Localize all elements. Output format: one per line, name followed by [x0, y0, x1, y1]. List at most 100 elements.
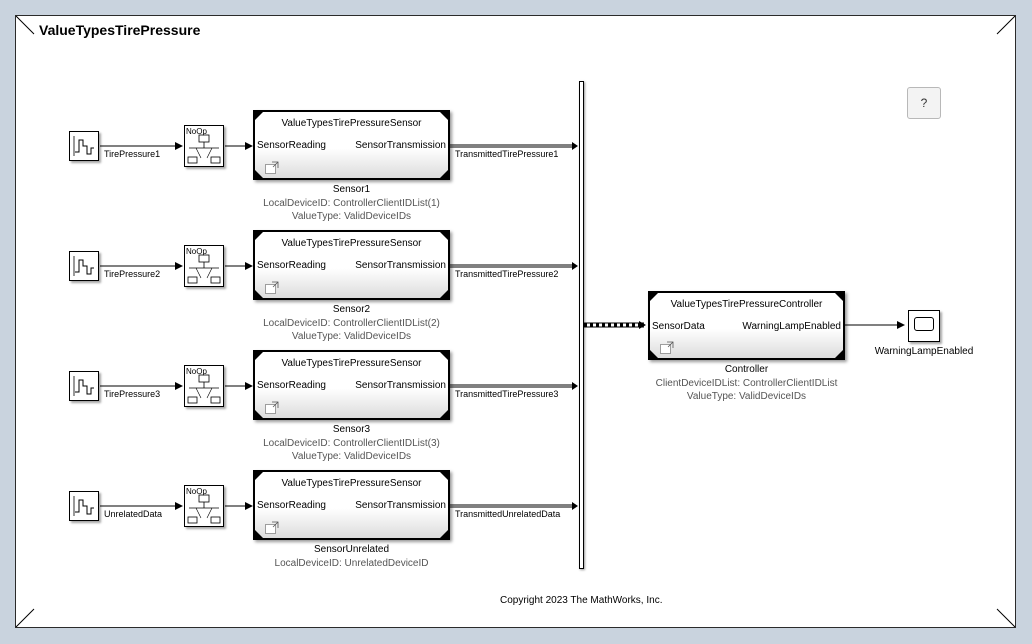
input-port-label: SensorData — [652, 321, 705, 332]
sensor-block[interactable]: ValueTypesTirePressureSensor SensorReadi… — [253, 470, 450, 540]
scope-name: WarningLampEnabled — [874, 346, 974, 357]
transmitted-signal-label: TransmittedTirePressure1 — [455, 149, 559, 159]
output-port-label: WarningLampEnabled — [742, 321, 841, 332]
noop-icon — [187, 254, 221, 284]
block-corner-mark — [440, 290, 448, 298]
signal-label: TirePressure2 — [104, 269, 161, 279]
help-button[interactable]: ? — [907, 87, 941, 119]
block-title: ValueTypesTirePressureSensor — [281, 238, 422, 249]
sensor-block[interactable]: ValueTypesTirePressureSensor SensorReadi… — [253, 350, 450, 420]
waveform-icon — [73, 496, 94, 516]
signal-source-block[interactable] — [69, 371, 99, 401]
signal-label: TirePressure3 — [104, 389, 161, 399]
corner-mark-top-left — [16, 16, 35, 35]
copyright-text: Copyright 2023 The MathWorks, Inc. — [500, 595, 663, 606]
block-corner-mark — [650, 293, 658, 301]
input-port-label: SensorReading — [257, 500, 326, 511]
block-corner-mark — [255, 530, 263, 538]
model-reference-icon — [265, 401, 279, 414]
block-corner-mark — [255, 352, 263, 360]
block-corner-mark — [440, 472, 448, 480]
noop-icon — [187, 134, 221, 164]
controller-block[interactable]: ValueTypesTirePressureController SensorD… — [648, 291, 845, 360]
block-name: SensorUnrelated — [313, 544, 390, 555]
block-param-1: LocalDeviceID: ControllerClientIDList(1) — [263, 198, 440, 209]
noop-block[interactable]: NoOp — [184, 485, 224, 527]
signal-label: TirePressure1 — [104, 149, 161, 159]
block-param-2: ValueType: ValidDeviceIDs — [291, 331, 412, 342]
block-name: Controller — [724, 364, 769, 375]
block-name: Sensor1 — [332, 184, 371, 195]
wire-bus — [584, 321, 646, 329]
block-title: ValueTypesTirePressureSensor — [281, 118, 422, 129]
output-port-label: SensorTransmission — [355, 260, 446, 271]
block-corner-mark — [440, 232, 448, 240]
block-name: Sensor3 — [332, 424, 371, 435]
block-title: ValueTypesTirePressureController — [670, 299, 823, 310]
corner-mark-bottom-right — [996, 608, 1015, 627]
block-param-2: ValueType: ValidDeviceIDs — [291, 451, 412, 462]
block-corner-mark — [255, 112, 263, 120]
output-port-label: SensorTransmission — [355, 140, 446, 151]
block-corner-mark — [440, 170, 448, 178]
model-title: ValueTypesTirePressure — [39, 22, 201, 38]
signal-source-block[interactable] — [69, 491, 99, 521]
block-corner-mark — [440, 530, 448, 538]
waveform-icon — [73, 376, 94, 396]
model-reference-icon — [265, 281, 279, 294]
model-reference-icon — [265, 521, 279, 534]
signal-label: UnrelatedData — [104, 509, 163, 519]
block-param-1: ClientDeviceIDList: ControllerClientIDLi… — [655, 378, 838, 389]
block-corner-mark — [835, 350, 843, 358]
block-param-1: LocalDeviceID: ControllerClientIDList(2) — [263, 318, 440, 329]
block-corner-mark — [835, 293, 843, 301]
scope-icon — [914, 317, 934, 331]
block-title: ValueTypesTirePressureSensor — [281, 358, 422, 369]
model-canvas[interactable]: ValueTypesTirePressure — [15, 15, 1016, 628]
output-port-label: SensorTransmission — [355, 380, 446, 391]
output-port-label: SensorTransmission — [355, 500, 446, 511]
sensor-block[interactable]: ValueTypesTirePressureSensor SensorReadi… — [253, 110, 450, 180]
noop-label: NoOp — [186, 127, 207, 136]
block-param-1: LocalDeviceID: ControllerClientIDList(3) — [263, 438, 440, 449]
input-port-label: SensorReading — [257, 140, 326, 151]
noop-block[interactable]: NoOp — [184, 245, 224, 287]
block-param-2: ValueType: ValidDeviceIDs — [686, 391, 807, 402]
block-name: Sensor2 — [332, 304, 371, 315]
noop-label: NoOp — [186, 367, 207, 376]
waveform-icon — [73, 136, 94, 156]
bus-creator-block[interactable] — [579, 81, 584, 569]
sensor-block[interactable]: ValueTypesTirePressureSensor SensorReadi… — [253, 230, 450, 300]
block-corner-mark — [255, 472, 263, 480]
signal-lines — [100, 142, 905, 510]
input-port-label: SensorReading — [257, 260, 326, 271]
block-param-1: LocalDeviceID: UnrelatedDeviceID — [274, 558, 429, 569]
block-corner-mark — [440, 352, 448, 360]
block-corner-mark — [255, 170, 263, 178]
noop-icon — [187, 494, 221, 524]
scope-block[interactable] — [908, 310, 940, 342]
block-corner-mark — [440, 112, 448, 120]
noop-label: NoOp — [186, 487, 207, 496]
block-corner-mark — [255, 232, 263, 240]
block-corner-mark — [650, 350, 658, 358]
noop-label: NoOp — [186, 247, 207, 256]
block-title: ValueTypesTirePressureSensor — [281, 478, 422, 489]
corner-mark-top-right — [996, 16, 1015, 35]
noop-block[interactable]: NoOp — [184, 365, 224, 407]
input-port-label: SensorReading — [257, 380, 326, 391]
block-corner-mark — [255, 410, 263, 418]
model-reference-icon — [660, 341, 674, 354]
model-reference-icon — [265, 161, 279, 174]
block-corner-mark — [255, 290, 263, 298]
block-corner-mark — [440, 410, 448, 418]
signal-source-block[interactable] — [69, 131, 99, 161]
transmitted-signal-label: TransmittedTirePressure2 — [455, 269, 559, 279]
noop-block[interactable]: NoOp — [184, 125, 224, 167]
transmitted-signal-label: TransmittedTirePressure3 — [455, 389, 559, 399]
waveform-icon — [73, 256, 94, 276]
block-param-2: ValueType: ValidDeviceIDs — [291, 211, 412, 222]
corner-mark-bottom-left — [16, 608, 35, 627]
noop-icon — [187, 374, 221, 404]
signal-source-block[interactable] — [69, 251, 99, 281]
